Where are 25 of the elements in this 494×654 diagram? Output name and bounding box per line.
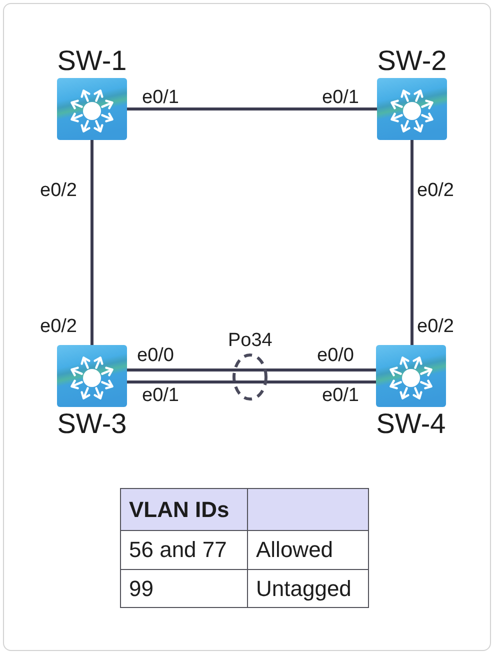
table-cell: 56 and 77 [120,530,248,570]
switch-name: SW-3 [57,407,127,441]
interface-label: e0/2 [417,181,454,201]
network-link [90,140,94,345]
interface-label: e0/0 [317,346,354,366]
interface-label: e0/1 [142,88,179,108]
table-cell: Untagged [248,570,368,608]
interface-label: e0/2 [40,181,77,201]
table-cell: 99 [120,570,248,608]
network-link [410,140,414,345]
interface-label: e0/2 [417,317,454,337]
interface-label: e0/0 [137,346,174,366]
switch-name: SW-4 [376,407,446,441]
network-link [127,108,377,110]
interface-label: e0/1 [322,386,359,406]
interface-label: e0/2 [40,317,77,337]
port-channel-label: Po34 [228,330,272,352]
switch-name: SW-1 [57,44,127,78]
interface-label: e0/1 [322,88,359,108]
switch-name: SW-2 [377,44,447,78]
network-link [127,368,376,372]
table-cell: Allowed [248,530,368,570]
interface-label: e0/1 [142,386,179,406]
network-link [127,380,376,384]
table-header-cell: VLAN IDs [120,488,248,530]
